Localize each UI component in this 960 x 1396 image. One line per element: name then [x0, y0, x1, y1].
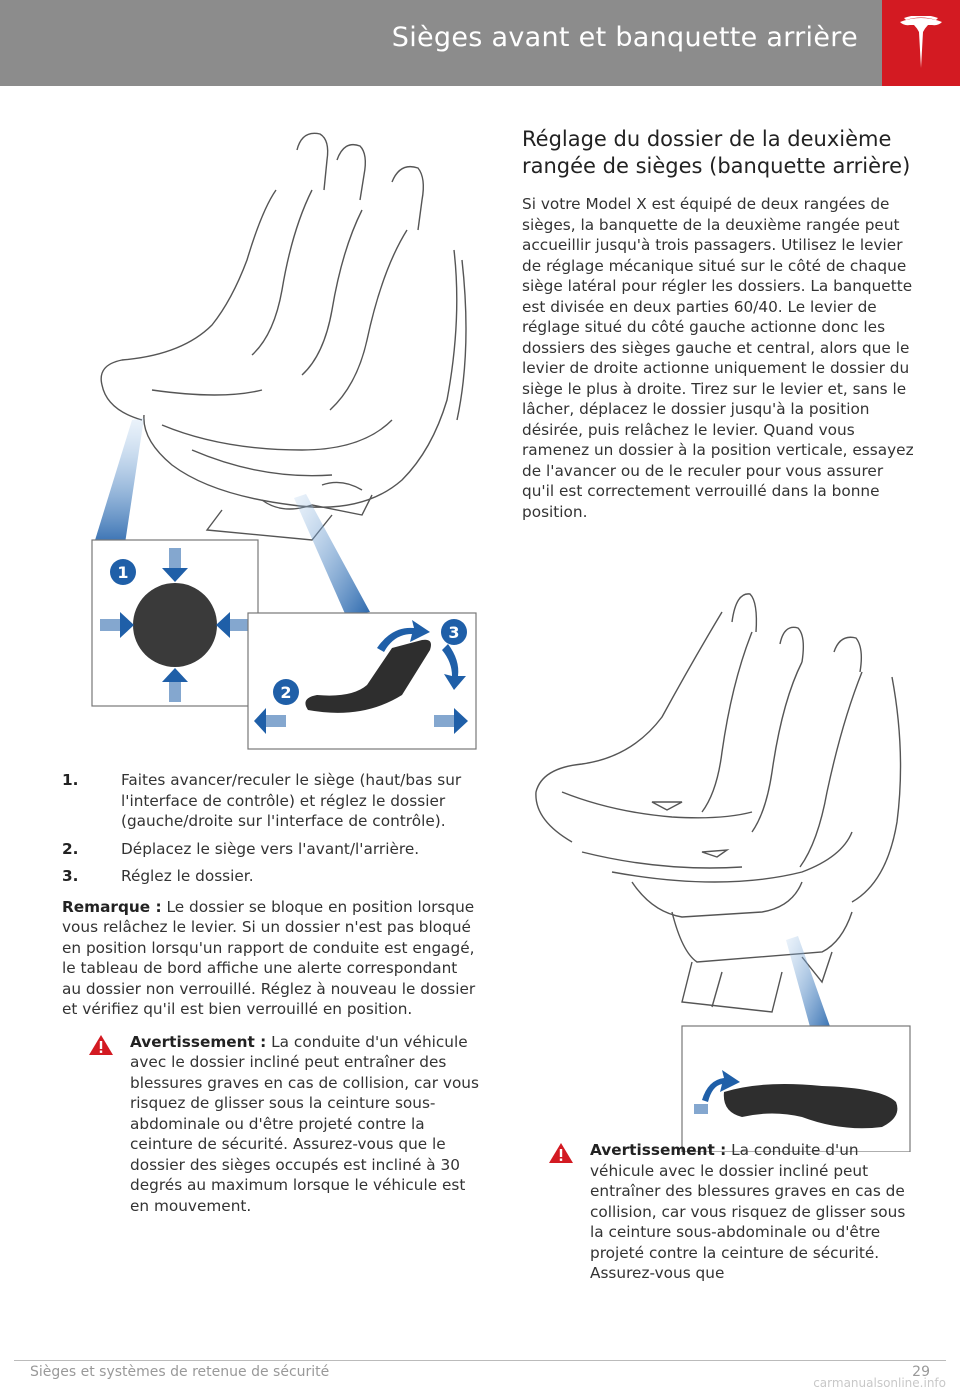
- watermark: carmanualsonline.info: [813, 1376, 946, 1390]
- warning-icon: [549, 1143, 573, 1163]
- warning-box: Avertissement : La conduite d'un véhicul…: [62, 1032, 480, 1217]
- step-text: Déplacez le siège vers l'avant/l'arrière…: [121, 839, 420, 858]
- warning-label: Avertissement :: [130, 1032, 267, 1051]
- footer-section: Sièges et systèmes de retenue de sécurit…: [30, 1364, 330, 1380]
- rear-seat-illustration: [522, 552, 918, 1153]
- callout-3: 3: [448, 623, 459, 642]
- warning-text: La conduite d'un véhicule avec le dossie…: [590, 1141, 906, 1282]
- page-header: Sièges avant et banquette arrière: [0, 0, 960, 86]
- note-label: Remarque :: [62, 897, 162, 916]
- tesla-logo: [882, 0, 960, 86]
- footer-divider: [14, 1360, 946, 1361]
- header-title: Sièges avant et banquette arrière: [391, 22, 858, 53]
- left-column: 1 2 3 1. Faites avancer/reculer le siège …: [62, 120, 480, 1216]
- step-number: 1.: [62, 771, 79, 789]
- step-text: Faites avancer/reculer le siège (haut/ba…: [121, 771, 462, 830]
- note-text: Le dossier se bloque en position lorsque…: [62, 897, 476, 1019]
- warning-icon: [89, 1034, 113, 1055]
- warning-box-2: Avertissement : La conduite d'un véhicul…: [522, 1140, 918, 1284]
- callout-2: 2: [280, 683, 291, 702]
- callout-1: 1: [117, 563, 128, 582]
- warning-label: Avertissement :: [590, 1141, 727, 1159]
- page-number: 29: [912, 1364, 930, 1380]
- steps-list: 1. Faites avancer/reculer le siège (haut/…: [62, 770, 480, 887]
- section-heading: Réglage du dossier de la deuxième rangée…: [522, 127, 911, 178]
- step-text: Réglez le dossier.: [121, 867, 254, 885]
- front-seat-illustration: 1 2 3: [62, 120, 480, 752]
- note-paragraph: Remarque : Le dossier se bloque en posit…: [62, 897, 480, 1020]
- step-number: 2.: [62, 839, 79, 858]
- right-column: Réglage du dossier de la deuxième rangée…: [522, 126, 918, 1284]
- tesla-logo-icon: [900, 16, 942, 68]
- body-paragraph: Si votre Model X est équipé de deux rang…: [522, 195, 914, 521]
- step-number: 3.: [62, 867, 79, 885]
- warning-text: La conduite d'un véhicule avec le dossie…: [130, 1032, 479, 1215]
- list-item: 1. Faites avancer/reculer le siège (haut/…: [62, 770, 480, 832]
- list-item: 3. Réglez le dossier.: [62, 866, 480, 887]
- list-item: 2. Déplacez le siège vers l'avant/l'arriè…: [62, 839, 480, 860]
